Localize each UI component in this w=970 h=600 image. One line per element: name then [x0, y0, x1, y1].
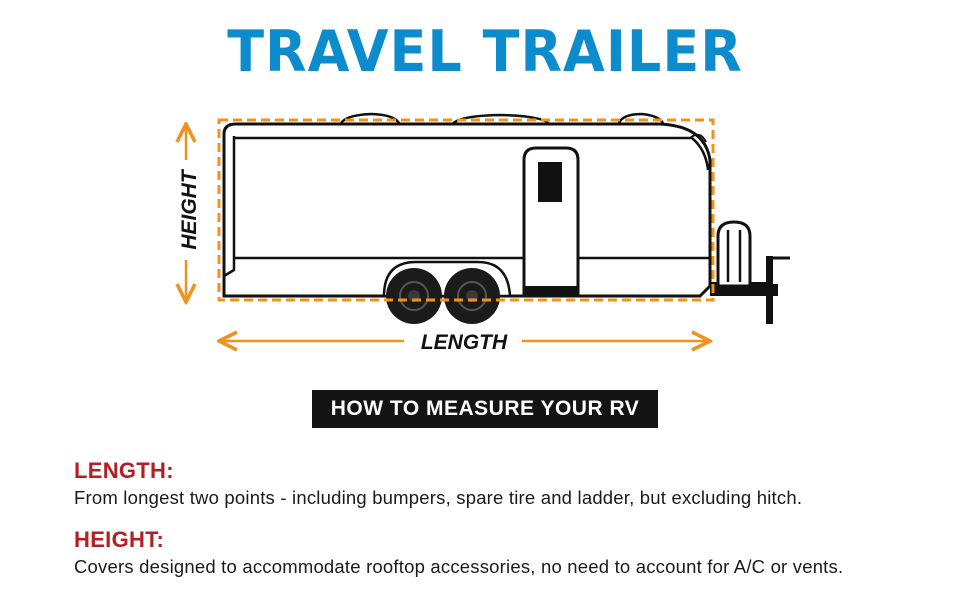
height-label: HEIGHT — [178, 168, 201, 250]
trailer-diagram: HEIGHT LENGTH — [172, 112, 790, 356]
door — [522, 146, 580, 298]
trailer-end-cap — [223, 136, 236, 278]
hitch-assembly — [710, 220, 790, 324]
door-step — [524, 286, 578, 296]
front-cap — [689, 133, 707, 143]
height-description: Covers designed to accommodate rooftop a… — [74, 556, 844, 577]
page-title: TRAVEL TRAILER — [227, 18, 743, 85]
door-window — [538, 162, 562, 202]
height-heading: HEIGHT: — [74, 527, 165, 552]
wheels — [382, 260, 512, 324]
length-heading: LENGTH: — [74, 458, 174, 483]
awning-line — [234, 136, 710, 171]
how-to-measure-banner: HOW TO MEASURE YOUR RV — [312, 390, 658, 428]
dimension-box — [217, 118, 715, 302]
trailer-body — [222, 122, 712, 298]
length-description: From longest two points - including bump… — [74, 487, 803, 508]
length-label: LENGTH — [421, 331, 508, 354]
